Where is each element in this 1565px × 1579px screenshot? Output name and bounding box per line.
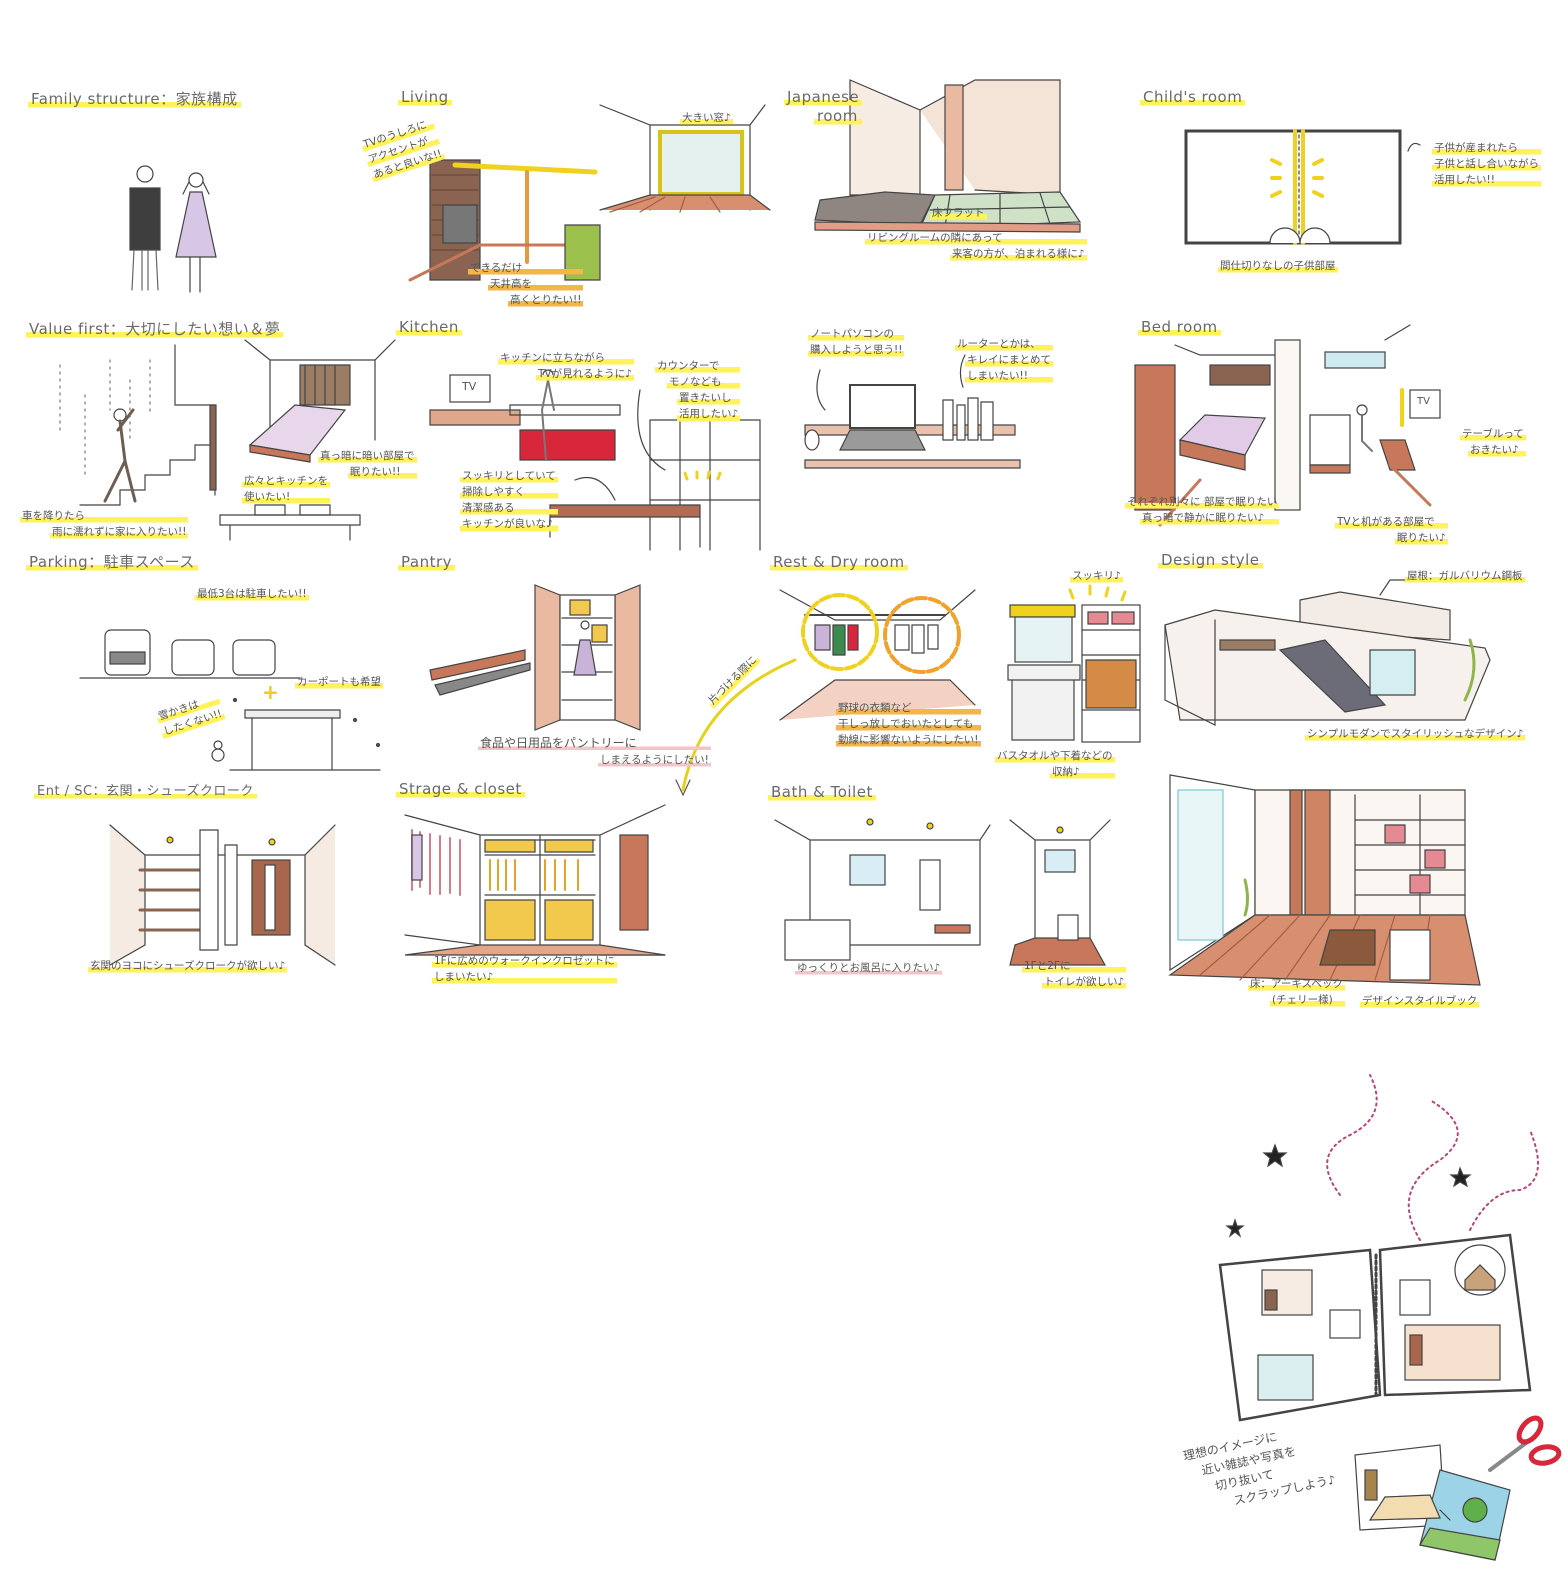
design-house-sketch [1164,579,1491,726]
note-tidy: スッキリ♪ [1070,570,1123,584]
note-towel-storage: バスタオルや下着などの 収納♪ [995,750,1115,780]
note-design-style-book: デザインスタイルブック [1360,995,1480,1009]
section-title-parking: Parking：駐車スペース [26,553,198,572]
note-spacious-kitchen: 広々とキッチンを 使いたい! [242,475,330,505]
note-drying-clothes: 野球の衣類など 干しっ放しでおいたとしても 動線に影響ないようにしたい! [836,702,981,748]
note-roof-material: 屋根：ガルバリウム鋼板 [1405,570,1525,584]
family-figures [129,165,217,293]
storage-closet-sketch [404,804,666,956]
section-title-childs-room: Child's room [1140,88,1246,107]
bath-toilet-sketch [774,818,1111,966]
scrapbook-illustration [1218,1074,1562,1561]
note-kitchen-counter: カウンターで モノなども 置きたいし 活用したい♪ [655,360,741,422]
note-high-ceiling: できるだけ 天井高を 高くとりたい!! [468,262,584,308]
plus-sign: + [262,680,279,704]
bedroom-tv-label: TV [1417,396,1430,407]
note-three-cars: 最低3台は駐車したい!! [195,588,309,602]
section-title-kitchen: Kitchen [396,318,462,337]
note-big-window: 大きい窓♪ [680,112,733,126]
section-title-rest-dry-room: Rest & Dry room [770,553,908,572]
note-two-toilets: 1Fと2Fに トイレが欲しい♪ [1022,960,1127,990]
note-clean-kitchen: スッキリとしていて 掃除しやすく 清潔感ある キッチンが良いな♪ [460,470,558,532]
rest-dry-sketch [779,584,1141,743]
parking-sketch [79,629,381,771]
living-sketch [408,104,771,282]
note-laptop: ノートパソコンの 購入しようと思う!! [808,328,905,358]
note-router: ルーターとかは、 キレイにまとめて しまいたい!! [955,338,1053,384]
section-title-bed-room: Bed room [1138,318,1221,337]
curved-arrow [675,658,797,797]
child-room-plan [1184,129,1421,245]
pantry-sketch [429,584,641,731]
note-pantry: 食品や日用品をパントリーに しまえるようにしたい! [478,736,711,768]
note-separate-rooms: それぞれ別々に 部屋で眠りたい 真っ暗で静かに眠りたい♪ [1125,496,1280,526]
kitchen-sketch [429,369,761,551]
section-title-living: Living [398,88,452,107]
entrance-sketch [109,824,336,966]
living-room-sketch [1168,774,1481,986]
note-child-future: 子供が産まれたら 子供と話し合いながら 活用したい!! [1432,142,1541,188]
section-title-pantry: Pantry [398,553,455,572]
note-relaxing-bath: ゆっくりとお風呂に入りたい♪ [795,962,943,976]
note-shoe-closet: 玄関のヨコにシューズクロークが欲しい♪ [88,960,288,974]
section-title-japanese-room: Japanese room [784,88,863,126]
section-title-bath-toilet: Bath & Toilet [768,783,876,802]
note-child-room-no-partition: 間仕切りなしの子供部屋 [1218,260,1338,274]
note-rain: 車を降りたら 雨に濡れずに家に入りたい!! [20,510,189,540]
section-title-design-style: Design style [1158,551,1263,570]
note-simple-modern: シンプルモダンでスタイリッシュなデザイン♪ [1305,728,1526,742]
laptop-desk-sketch [804,354,1021,469]
note-floor-material: 床：アーキスペック (チェリー様) [1248,978,1345,1008]
bedroom-sketch [1134,324,1441,527]
section-title-storage-closet: Strage & closet [396,780,525,799]
note-kitchen-tv: キッチンに立ちながら TVが見れるように♪ [498,352,634,382]
section-title-entrance: Ent / SC：玄関・シューズクローク [34,784,257,801]
section-title-value-first: Value first：大切にしたい想い＆夢 [26,320,284,339]
kitchen-tv-label: TV [462,380,477,393]
note-flat-floor: 床フラット [930,207,987,221]
note-carport: カーポートも希望 [295,676,383,690]
note-walk-in-closet: 1Fに広めのウォークインクロゼットに しまいたい♪ [432,955,617,985]
section-title-family-structure: Family structure：家族構成 [28,90,241,109]
note-japanese-room-purpose: リビングルームの隣にあって 来客の方が、泊まれる様に♪ [865,232,1087,262]
note-dark-room: 真っ暗に暗い部屋で 眠りたい!! [318,450,417,480]
note-tv-desk-room: TVと机がある部屋で 眠りたい♪ [1335,516,1448,546]
note-table: テーブルって おきたい♪ [1460,428,1526,458]
value-first-sketch [59,339,396,541]
